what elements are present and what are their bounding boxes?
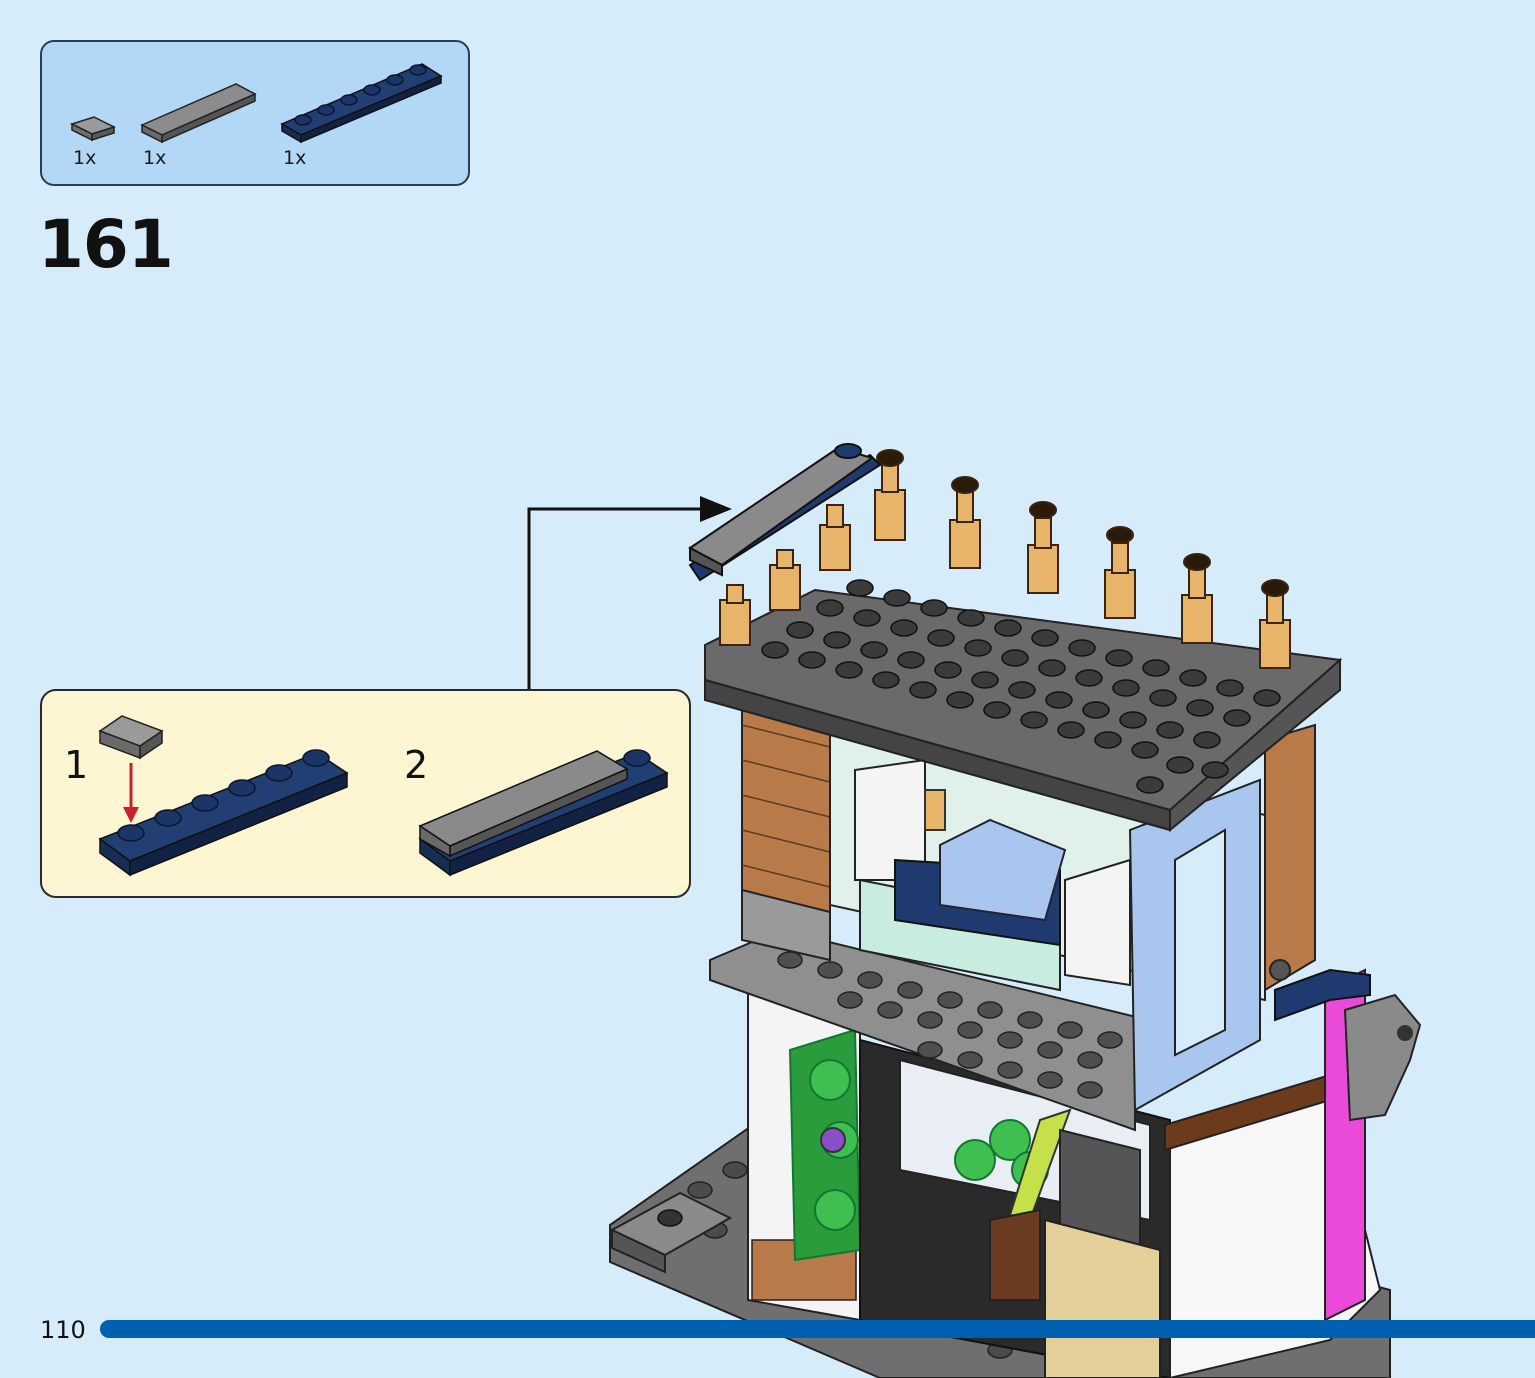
progress-bar — [100, 1320, 1535, 1338]
sub-assembly-callout: 1 2 — [40, 689, 691, 898]
parts-list-illustration — [70, 63, 443, 144]
upper-floor — [741, 688, 1371, 1112]
gray-tile-1x4-icon — [140, 83, 257, 144]
red-arrow-icon — [123, 807, 139, 823]
substep-2-illustration — [418, 749, 669, 877]
substep-2-label: 2 — [404, 743, 429, 787]
substep-1-illustration — [98, 715, 349, 877]
parts-list-box: 1x 1x 1x — [40, 40, 470, 186]
railing-assembly — [688, 443, 882, 582]
callout-illustration — [98, 715, 669, 877]
callout-connector-line — [527, 507, 700, 689]
page-number: 110 — [40, 1316, 86, 1344]
part-quantity: 1x — [143, 147, 167, 169]
gray-tile-1x1-icon — [70, 116, 116, 142]
part-quantity: 1x — [73, 147, 97, 169]
tan-balusters — [719, 449, 1291, 669]
step-number: 161 — [38, 206, 174, 283]
ground-floor — [747, 968, 1422, 1378]
substep-1-label: 1 — [64, 743, 89, 787]
arrow-head-icon — [700, 496, 732, 522]
dark-blue-plate-1x6-icon — [280, 63, 443, 144]
part-quantity: 1x — [283, 147, 307, 169]
